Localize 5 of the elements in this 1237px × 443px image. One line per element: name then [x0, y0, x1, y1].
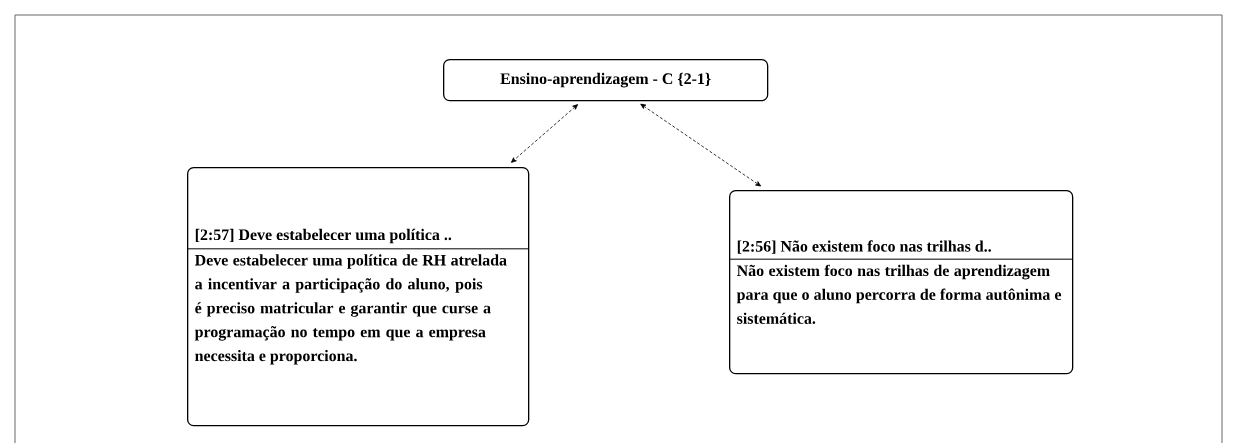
- topic-box: Ensino-aprendizagem - C {2-1}: [443, 59, 769, 102]
- note-box: [2:56] Não existem foco nas trilhas d.. Não existem foco nas trilhas de aprendizagem para que o aluno percorra de forma autônima e sistemática.: [729, 190, 1074, 375]
- arrow: [511, 104, 579, 163]
- arrow: [640, 103, 762, 187]
- note-box: [2:57] Deve estabelecer uma política .. Deve estabelecer uma política de RH atrelada a incentivar a participação do aluno, pois é preciso matricular e garantir que curse a programação no tempo em que a empresa necessita e proporciona.: [187, 167, 530, 427]
